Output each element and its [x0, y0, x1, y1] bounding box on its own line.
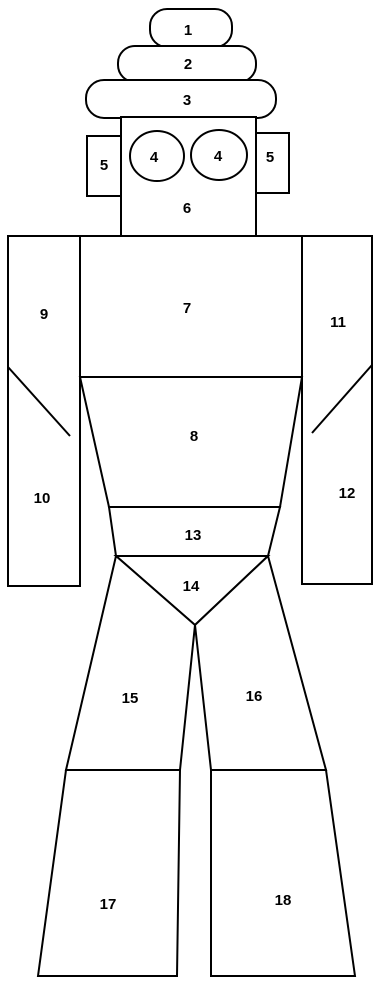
label-18: 18	[275, 892, 292, 909]
right-arm	[302, 236, 372, 584]
hat-bottom-tier	[86, 80, 276, 118]
label-14: 14	[183, 578, 200, 595]
label-16: 16	[246, 688, 263, 705]
label-12: 12	[339, 485, 356, 502]
left-arm	[8, 236, 80, 586]
label-11: 11	[330, 314, 346, 331]
label-2: 2	[184, 56, 192, 73]
label-17: 17	[100, 896, 117, 913]
label-15: 15	[122, 690, 139, 707]
label-5-left: 5	[100, 157, 108, 174]
label-8: 8	[190, 428, 198, 445]
left-shin	[38, 770, 180, 976]
label-5-right: 5	[266, 149, 274, 166]
label-4-right: 4	[214, 148, 223, 165]
label-13: 13	[185, 527, 202, 544]
label-9: 9	[40, 306, 48, 323]
label-3: 3	[183, 92, 191, 109]
label-7: 7	[183, 300, 191, 317]
label-10: 10	[34, 490, 51, 507]
label-6: 6	[183, 200, 191, 217]
right-shin	[211, 770, 355, 976]
label-4-left: 4	[150, 149, 159, 166]
label-1: 1	[184, 22, 192, 39]
